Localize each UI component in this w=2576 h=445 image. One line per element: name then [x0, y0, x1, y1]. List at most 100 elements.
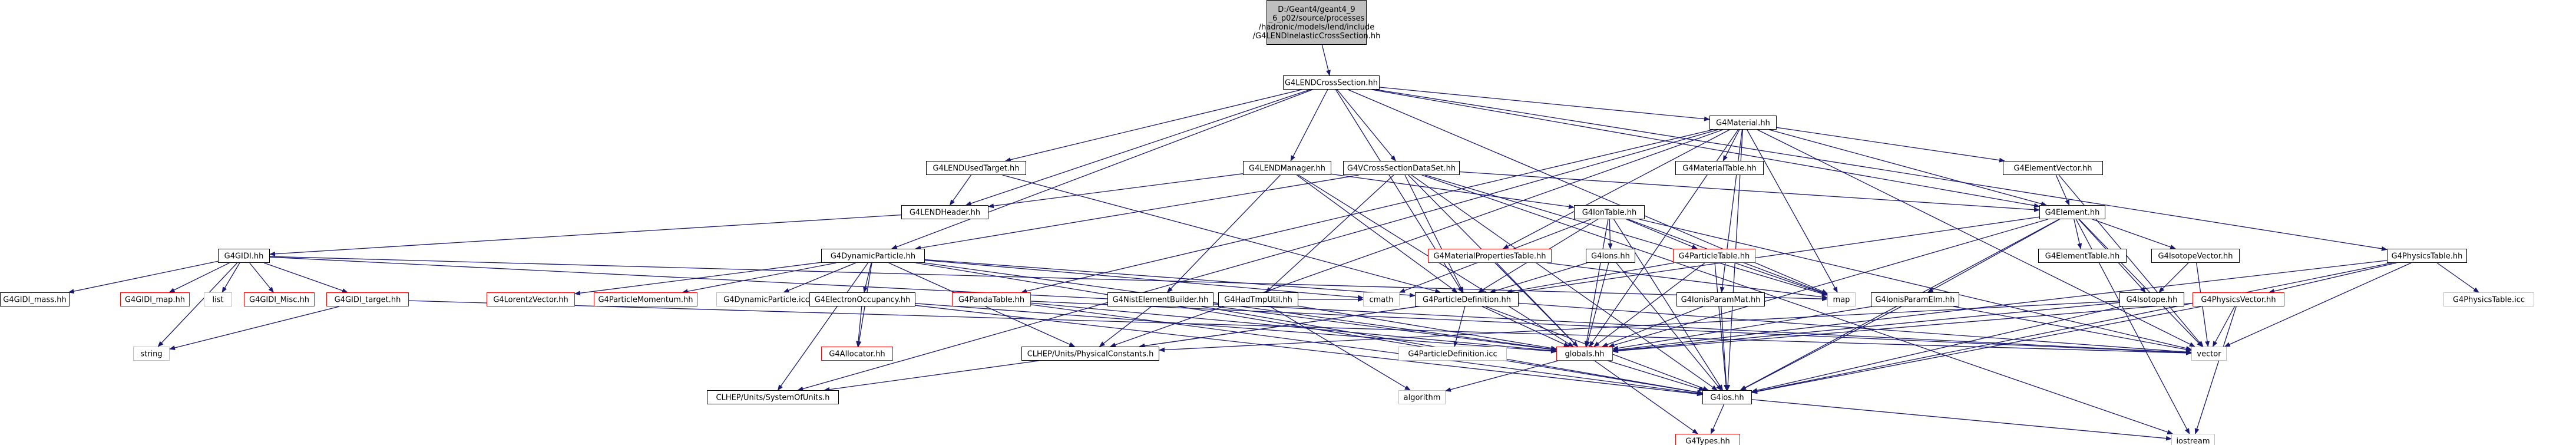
node-root: D:/Geant4/geant4_9_6_p02/source/processe… — [1253, 0, 1380, 45]
node-g4ios[interactable]: G4ios.hh — [1702, 390, 1752, 404]
node-partdef[interactable]: G4ParticleDefinition.hh — [1415, 292, 1519, 306]
node-lendcs[interactable]: G4LENDCrossSection.hh — [1283, 75, 1380, 90]
node-sysunits[interactable]: CLHEP/Units/SystemOfUnits.h — [707, 390, 839, 404]
node-box-lendmgr — [1243, 161, 1331, 175]
node-cmath[interactable]: cmath — [1363, 292, 1400, 306]
edge-lendmgr-to-nistbuilder — [1166, 174, 1281, 293]
node-box-elemtable — [2038, 249, 2127, 263]
edge-material-to-elemvec — [1776, 127, 2005, 163]
node-vcsds[interactable]: G4VCrossSectionDataSet.hh — [1343, 161, 1460, 175]
node-label-sysunits: CLHEP/Units/SystemOfUnits.h — [716, 394, 829, 403]
node-vector[interactable]: vector — [2191, 347, 2227, 361]
node-box-list — [204, 292, 232, 306]
node-label-matprop: G4MaterialPropertiesTable.hh — [1433, 252, 1546, 261]
node-label-lendcs: G4LENDCrossSection.hh — [1285, 79, 1378, 88]
node-lendused[interactable]: G4LENDUsedTarget.hh — [926, 161, 1026, 175]
node-label-algorithm: algorithm — [1404, 394, 1441, 403]
node-material[interactable]: G4Material.hh — [1709, 116, 1777, 130]
node-phystableicc[interactable]: G4PhysicsTable.icc — [2443, 292, 2534, 306]
node-iontable[interactable]: G4IonTable.hh — [1574, 205, 1645, 219]
node-isotope[interactable]: G4Isotope.hh — [2119, 292, 2184, 306]
edge-iontable-to-parttable — [1626, 219, 1698, 249]
node-box-pandatable — [952, 292, 1031, 306]
edge-lendmgr-to-lendheader — [988, 173, 1244, 209]
node-nistbuilder[interactable]: G4NistElementBuilder.hh — [1107, 292, 1213, 306]
edge-partdef-to-globals — [1482, 306, 1570, 347]
edge-isotope-to-physconst — [1159, 301, 2120, 352]
node-physvec[interactable]: G4PhysicsVector.hh — [2193, 292, 2284, 306]
edge-hadtmputil-to-algorithm — [1269, 306, 1411, 391]
node-elemvec[interactable]: G4ElementVector.hh — [2003, 161, 2103, 175]
node-lendheader[interactable]: G4LENDHeader.hh — [901, 205, 988, 219]
node-elecocc[interactable]: G4ElectronOccupancy.hh — [809, 292, 915, 306]
node-element[interactable]: G4Element.hh — [2039, 205, 2105, 219]
edge-material-to-element — [1768, 129, 2047, 206]
node-g4ions[interactable]: G4Ions.hh — [1586, 249, 1635, 263]
node-phystable[interactable]: G4PhysicsTable.hh — [2387, 249, 2467, 263]
edge-lendcs-to-dynpart — [891, 89, 1313, 249]
node-dynpart[interactable]: G4DynamicParticle.hh — [821, 249, 925, 263]
edge-vcsds-to-iostream — [1421, 174, 2174, 434]
node-parttable[interactable]: G4ParticleTable.hh — [1673, 249, 1755, 263]
node-box-lendcs — [1283, 75, 1380, 90]
node-mattable[interactable]: G4MaterialTable.hh — [1675, 161, 1764, 175]
node-dynicc[interactable]: G4DynamicParticle.icc — [716, 292, 816, 306]
node-box-vector — [2191, 347, 2227, 361]
node-pandatable[interactable]: G4PandaTable.hh — [952, 292, 1031, 306]
node-physconst[interactable]: CLHEP/Units/PhysicalConstants.h — [1021, 347, 1159, 361]
node-gidimisc[interactable]: G4GIDI_Misc.hh — [244, 292, 315, 306]
node-label-elemtable: G4ElementTable.hh — [2045, 252, 2119, 261]
node-list[interactable]: list — [204, 292, 232, 306]
node-globals[interactable]: globals.hh — [1556, 347, 1613, 361]
node-algorithm[interactable]: algorithm — [1398, 390, 1446, 404]
node-label-partdeficc: G4ParticleDefinition.icc — [1408, 350, 1497, 359]
edge-giditarget-to-string — [169, 306, 340, 350]
node-box-dynpart — [821, 249, 925, 263]
node-box-gidi — [218, 249, 270, 263]
node-string[interactable]: string — [133, 347, 170, 361]
node-iostream[interactable]: iostream — [2171, 434, 2215, 445]
edge-vcsds-to-partdef — [1404, 174, 1464, 293]
node-lorentz[interactable]: G4LorentzVector.hh — [487, 292, 575, 306]
node-label-list: list — [212, 296, 223, 305]
edge-vcsds-to-hadtmputil — [1265, 174, 1394, 293]
edge-gidi-to-string — [157, 262, 238, 347]
node-box-g4ios — [1702, 390, 1752, 404]
node-box-nistbuilder — [1107, 292, 1213, 306]
node-label-ionisparamelm: G4IonisParamElm.hh — [1875, 296, 1955, 305]
edge-elemvec-to-element — [2055, 174, 2070, 206]
node-ionisparammat[interactable]: G4IonisParamMat.hh — [1676, 292, 1765, 306]
edge-dynpart-to-cmath — [924, 259, 1364, 300]
node-box-matprop — [1428, 249, 1552, 263]
node-isovec[interactable]: G4IsotopeVector.hh — [2151, 249, 2240, 263]
node-elemtable[interactable]: G4ElementTable.hh — [2038, 249, 2127, 263]
node-label-isovec: G4IsotopeVector.hh — [2158, 252, 2233, 261]
edge-isotope-to-globals — [1612, 302, 2120, 353]
node-map[interactable]: map — [1827, 292, 1856, 306]
edge-element-to-ionisparamelm — [1927, 219, 2060, 293]
node-ionisparamelm[interactable]: G4IonisParamElm.hh — [1871, 292, 1959, 306]
node-gidimass[interactable]: G4GIDI_mass.hh — [0, 292, 70, 306]
node-gidi[interactable]: G4GIDI.hh — [218, 249, 270, 263]
edge-matprop-to-map — [1546, 262, 1828, 299]
node-label-gidimass: G4GIDI_mass.hh — [3, 296, 66, 305]
edge-physvec-to-globals — [1612, 302, 2193, 354]
node-box-cmath — [1363, 292, 1400, 306]
node-box-phystable — [2387, 249, 2467, 263]
node-allocator[interactable]: G4Allocator.hh — [821, 347, 893, 361]
node-box-material — [1709, 116, 1777, 130]
node-partdeficc[interactable]: G4ParticleDefinition.icc — [1398, 347, 1507, 361]
edge-elecocc-to-globals — [915, 303, 1557, 354]
node-hadtmputil[interactable]: G4HadTmpUtil.hh — [1218, 292, 1298, 306]
edge-lendcs-to-phystable — [1375, 89, 2387, 251]
node-matprop[interactable]: G4MaterialPropertiesTable.hh — [1428, 249, 1552, 263]
node-g4types[interactable]: G4Types.hh — [1675, 434, 1740, 445]
edge-vcsds-to-map — [1425, 174, 1828, 296]
node-label-elemvec: G4ElementVector.hh — [2013, 164, 2092, 173]
node-partmom[interactable]: G4ParticleMomentum.hh — [594, 292, 697, 306]
edge-material-to-mattable — [1722, 129, 1740, 161]
node-giditarget[interactable]: G4GIDI_target.hh — [326, 292, 409, 306]
node-gidimap[interactable]: G4GIDI_map.hh — [120, 292, 190, 306]
node-lendmgr[interactable]: G4LENDManager.hh — [1243, 161, 1331, 175]
node-box-parttable — [1673, 249, 1755, 263]
